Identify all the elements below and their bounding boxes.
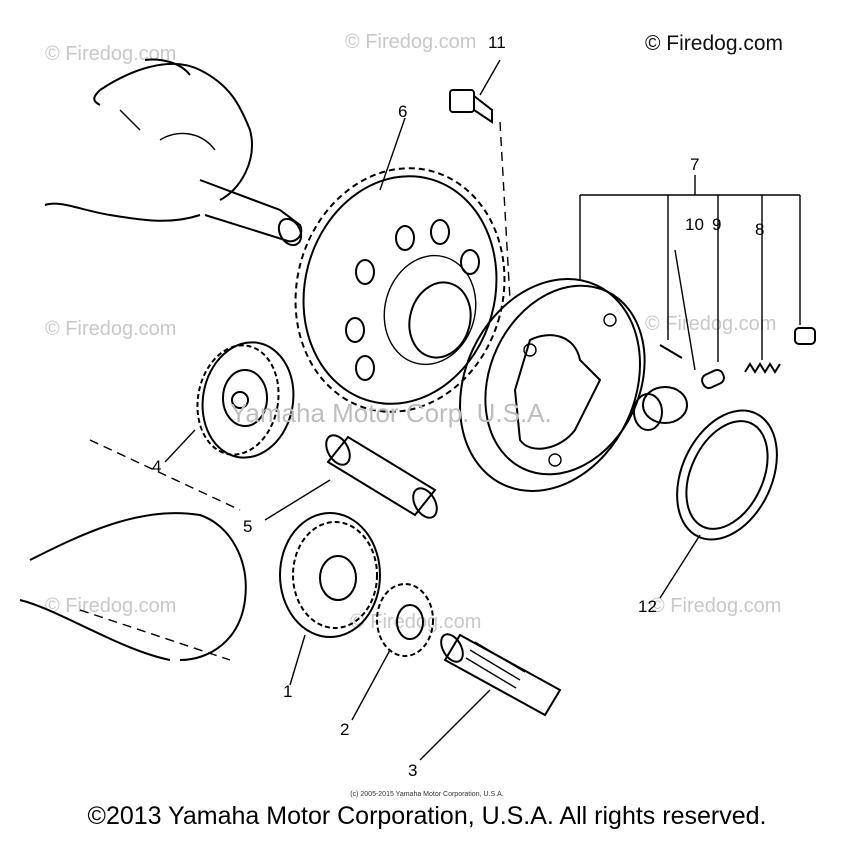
callout-10: 10 [685,215,704,234]
watermark-top-left: © Firedog.com [45,43,176,65]
pin-10 [659,344,683,359]
shaft-3 [440,633,562,717]
gear-1 [279,512,381,638]
shaft-5 [325,434,438,519]
bolt-11 [449,89,493,124]
callout-1: 1 [283,682,292,701]
watermark-mid-right: © Firedog.com [645,313,776,335]
callout-4: 4 [152,457,161,476]
spring-8 [744,362,781,374]
gear-2 [376,583,434,657]
watermark-low-center: © Firedog.com [350,611,481,633]
footer-copyright: ©2013 Yamaha Motor Corporation, U.S.A. A… [87,802,767,830]
callout-6: 6 [398,102,407,121]
callout-2: 2 [340,720,349,739]
gear-4 [196,341,295,459]
crankshaft-lower [19,439,247,661]
watermark-top-right: © Firedog.com [645,32,783,55]
callout-3: 3 [408,761,417,780]
watermark-low-right: © Firedog.com [650,595,781,617]
crankshaft-part [44,58,303,247]
gear-6 [294,167,506,413]
small-copyright: (c) 2005-2015 Yamaha Motor Corporation, … [350,791,504,798]
callout-7: 7 [690,155,699,174]
clutch-housing-7 [459,278,646,492]
watermark-top-center: © Firedog.com [345,31,476,53]
watermark-mid-left: © Firedog.com [45,318,176,340]
plug-8 [794,327,816,345]
leader-lines [164,59,801,761]
callout-12: 12 [638,597,657,616]
callout-9: 9 [712,215,721,234]
callout-11: 11 [488,33,506,52]
roller-10 [633,386,688,431]
callout-8: 8 [755,220,764,239]
pin-9 [701,368,725,390]
watermark-low-left: © Firedog.com [45,595,176,617]
callout-5: 5 [243,517,252,536]
watermark-center: Yamaha Motor Corp. U.S.A. [230,398,552,428]
